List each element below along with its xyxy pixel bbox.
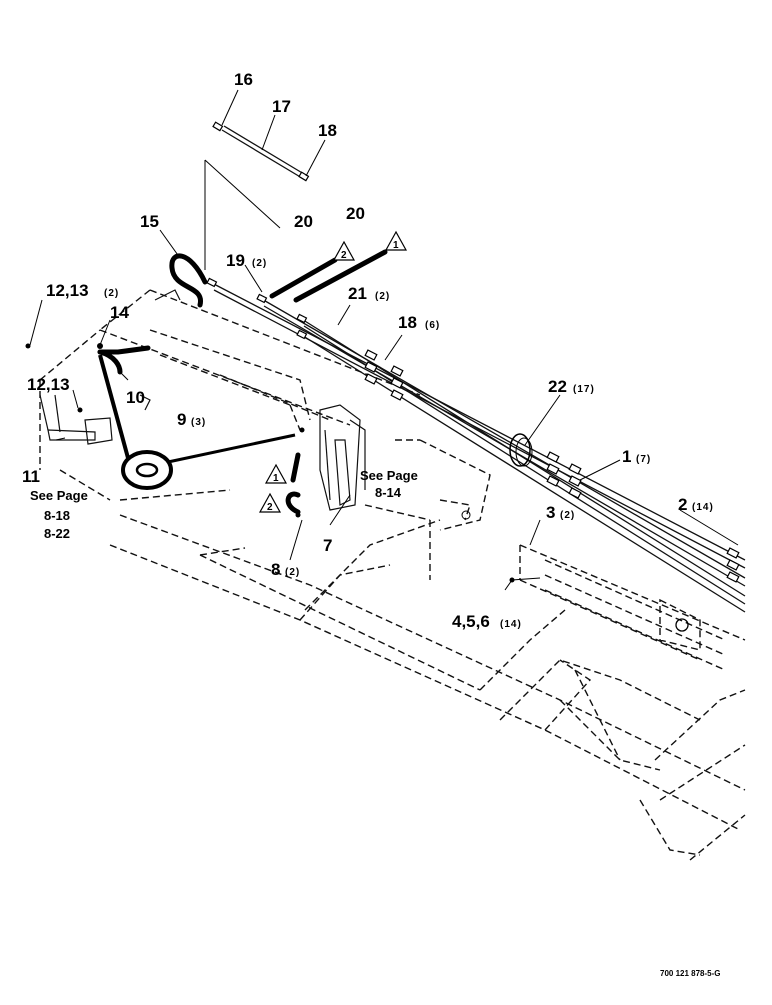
callout-18-bundle: 18 (6)	[398, 313, 440, 332]
svg-text:18: 18	[318, 121, 337, 140]
svg-text:700 121 878-5-G: 700 121 878-5-G	[660, 969, 721, 978]
svg-text:1: 1	[273, 473, 279, 484]
callout-16: 16	[234, 70, 253, 89]
see-page-left-note: See Page 8-18 8-22	[30, 488, 88, 541]
svg-text:(3): (3)	[191, 417, 206, 428]
svg-text:2: 2	[341, 250, 347, 261]
svg-text:9: 9	[177, 410, 186, 429]
svg-text:18: 18	[398, 313, 417, 332]
mid-bracket	[319, 404, 366, 511]
callout-21: 21 (2)	[348, 284, 390, 303]
svg-text:2: 2	[678, 495, 687, 514]
callout-10: 10	[126, 388, 145, 407]
svg-text:20: 20	[294, 212, 313, 231]
svg-text:(2): (2)	[285, 567, 300, 578]
hose-coil-9	[98, 354, 296, 490]
callout-19: 19 (2)	[226, 251, 267, 270]
drawing-number: 700 121 878-5-G	[660, 969, 721, 978]
svg-text:(7): (7)	[636, 454, 651, 465]
callout-12-13-bottom: 12,13	[27, 375, 70, 394]
svg-text:17: 17	[272, 97, 291, 116]
svg-text:8-22: 8-22	[44, 526, 70, 541]
tube-fittings	[206, 277, 740, 583]
svg-text:19: 19	[226, 251, 245, 270]
tube-bundle	[209, 281, 746, 613]
callout-8: 8 (2)	[271, 560, 300, 579]
leader-lines	[29, 89, 739, 591]
svg-text:2: 2	[267, 502, 273, 513]
header-frame	[39, 289, 746, 861]
svg-text:(2): (2)	[252, 258, 267, 269]
svg-text:(17): (17)	[573, 384, 595, 395]
callout-20-right: 20	[346, 204, 365, 223]
callout-18-top: 18	[318, 121, 337, 140]
top-tube-leader	[204, 159, 281, 229]
svg-text:4,5,6: 4,5,6	[452, 612, 490, 631]
svg-text:(2): (2)	[104, 288, 119, 299]
callout-4-5-6: 4,5,6 (14)	[452, 612, 522, 631]
triangle-key-2-top: 2	[332, 240, 356, 261]
svg-text:(2): (2)	[375, 291, 390, 302]
svg-text:14: 14	[110, 303, 129, 322]
svg-text:See Page: See Page	[360, 468, 418, 483]
callout-20-left: 20	[294, 212, 313, 231]
callout-17: 17	[272, 97, 291, 116]
hoses	[97, 249, 388, 515]
svg-text:15: 15	[140, 212, 159, 231]
svg-text:22: 22	[548, 377, 567, 396]
callout-9: 9 (3)	[177, 410, 206, 429]
svg-text:1: 1	[622, 447, 631, 466]
svg-text:8-14: 8-14	[375, 485, 402, 500]
svg-text:11: 11	[22, 467, 40, 486]
svg-text:(2): (2)	[560, 510, 575, 521]
svg-text:12,13: 12,13	[27, 375, 70, 394]
triangle-key-1-top: 1	[384, 230, 408, 251]
callout-11: 11	[22, 467, 40, 486]
callout-14: 14	[110, 303, 129, 322]
small-parts	[25, 343, 689, 632]
callout-15: 15	[140, 212, 159, 231]
svg-text:(14): (14)	[692, 502, 714, 513]
triangle-key-1-mid: 1	[264, 463, 288, 484]
callouts: 16 17 18 15 20 20 19 (2) 21 (2) 12,13 (2…	[22, 70, 714, 631]
svg-text:8: 8	[271, 560, 280, 579]
callout-3: 3 (2)	[546, 503, 575, 522]
callout-12-13-top: 12,13 (2)	[46, 281, 119, 300]
svg-text:8-18: 8-18	[44, 508, 70, 523]
callout-7: 7	[323, 536, 332, 555]
triangle-key-2-mid: 2	[258, 492, 282, 513]
see-page-mid-note: See Page 8-14	[360, 468, 418, 500]
svg-text:10: 10	[126, 388, 145, 407]
svg-text:21: 21	[348, 284, 367, 303]
svg-text:See Page: See Page	[30, 488, 88, 503]
svg-text:7: 7	[323, 536, 332, 555]
callout-2: 2 (14)	[678, 495, 714, 514]
svg-text:20: 20	[346, 204, 365, 223]
left-linkage	[39, 289, 181, 445]
top-tube-assembly	[212, 121, 310, 182]
svg-text:16: 16	[234, 70, 253, 89]
tie-strap	[509, 433, 533, 467]
svg-text:1: 1	[393, 240, 399, 251]
svg-text:12,13: 12,13	[46, 281, 89, 300]
svg-text:3: 3	[546, 503, 555, 522]
svg-text:(6): (6)	[425, 320, 440, 331]
callout-22: 22 (17)	[548, 377, 595, 396]
callout-1: 1 (7)	[622, 447, 651, 466]
svg-text:(14): (14)	[500, 619, 522, 630]
